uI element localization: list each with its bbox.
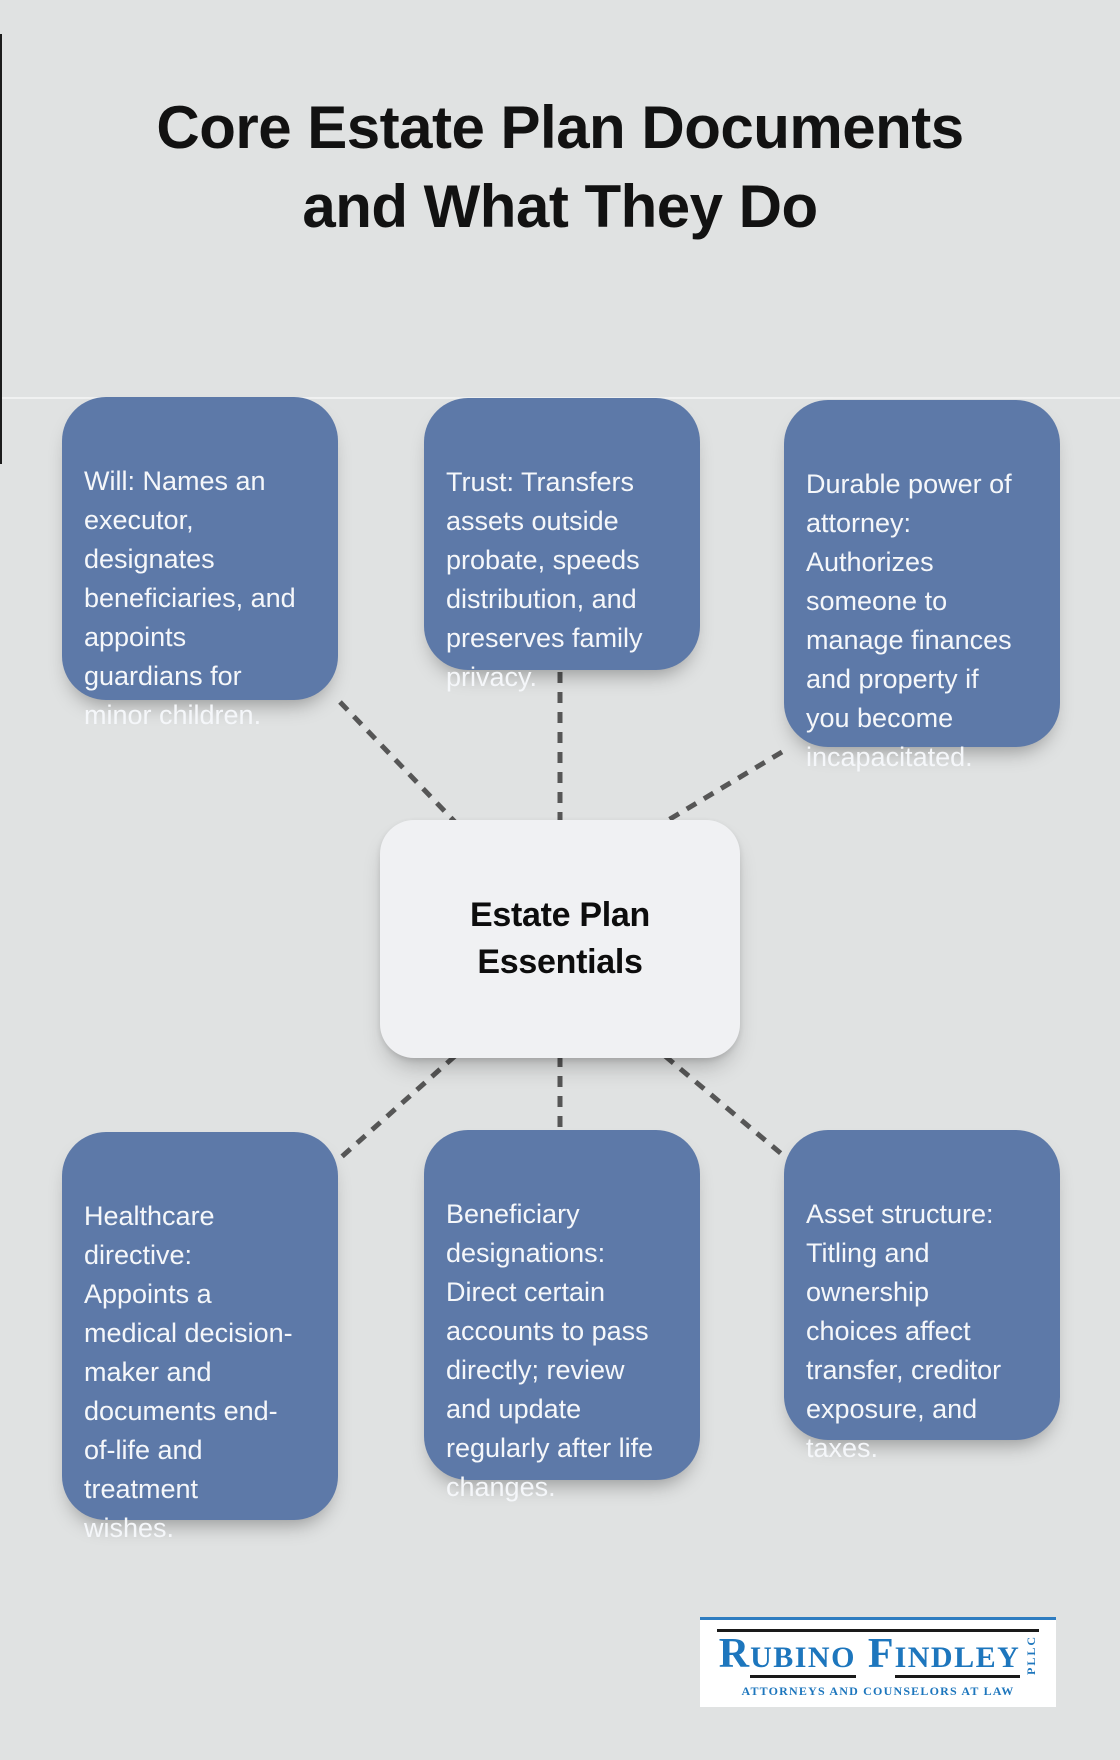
- center-node-estate-plan-essentials: Estate Plan Essentials: [380, 820, 740, 1058]
- logo-rest-indley: INDLEY: [894, 1642, 1021, 1678]
- node-beneficiary-text: Beneficiary designations: Direct certain…: [446, 1199, 654, 1502]
- connector-dpoa-center: [663, 749, 784, 825]
- node-will: Will: Names an executor, designates bene…: [62, 397, 338, 730]
- logo-initial-f: F: [867, 1631, 895, 1677]
- node-durable-power-of-attorney: Durable power of attorney: Authorizes so…: [784, 400, 1060, 772]
- node-healthcare-directive: Healthcare directive: Appoints a medical…: [62, 1132, 338, 1543]
- node-healthcare-text: Healthcare directive: Appoints a medical…: [84, 1201, 293, 1543]
- node-beneficiary-designations: Beneficiary designations: Direct certain…: [424, 1130, 700, 1502]
- left-edge-artifact: [0, 34, 2, 464]
- logo-rest-ubino: UBINO: [750, 1642, 856, 1678]
- node-trust-text: Trust: Transfers assets outside probate,…: [446, 467, 643, 692]
- page-title: Core Estate Plan Documents and What They…: [0, 88, 1120, 246]
- page-title-line-1: Core Estate Plan Documents: [156, 94, 964, 161]
- connector-center-asset: [663, 1054, 786, 1158]
- connector-center-healthcare: [336, 1054, 457, 1162]
- logo-top-rule: [717, 1629, 1039, 1632]
- logo-initial-r: R: [718, 1631, 751, 1677]
- node-dpoa-text: Durable power of attorney: Authorizes so…: [806, 469, 1012, 772]
- node-trust: Trust: Transfers assets outside probate,…: [424, 398, 700, 692]
- logo-tagline: ATTORNEYS AND COUNSELORS AT LAW: [741, 1683, 1015, 1698]
- page-title-line-2: and What They Do: [302, 173, 818, 240]
- logo-pllc-suffix: PLLC: [1024, 1634, 1039, 1675]
- node-asset-text: Asset structure: Titling and ownership c…: [806, 1199, 1002, 1463]
- node-will-text: Will: Names an executor, designates bene…: [84, 466, 296, 730]
- node-asset-structure: Asset structure: Titling and ownership c…: [784, 1130, 1060, 1463]
- connector-will-center: [338, 700, 457, 824]
- center-node-label: Estate Plan Essentials: [470, 896, 650, 981]
